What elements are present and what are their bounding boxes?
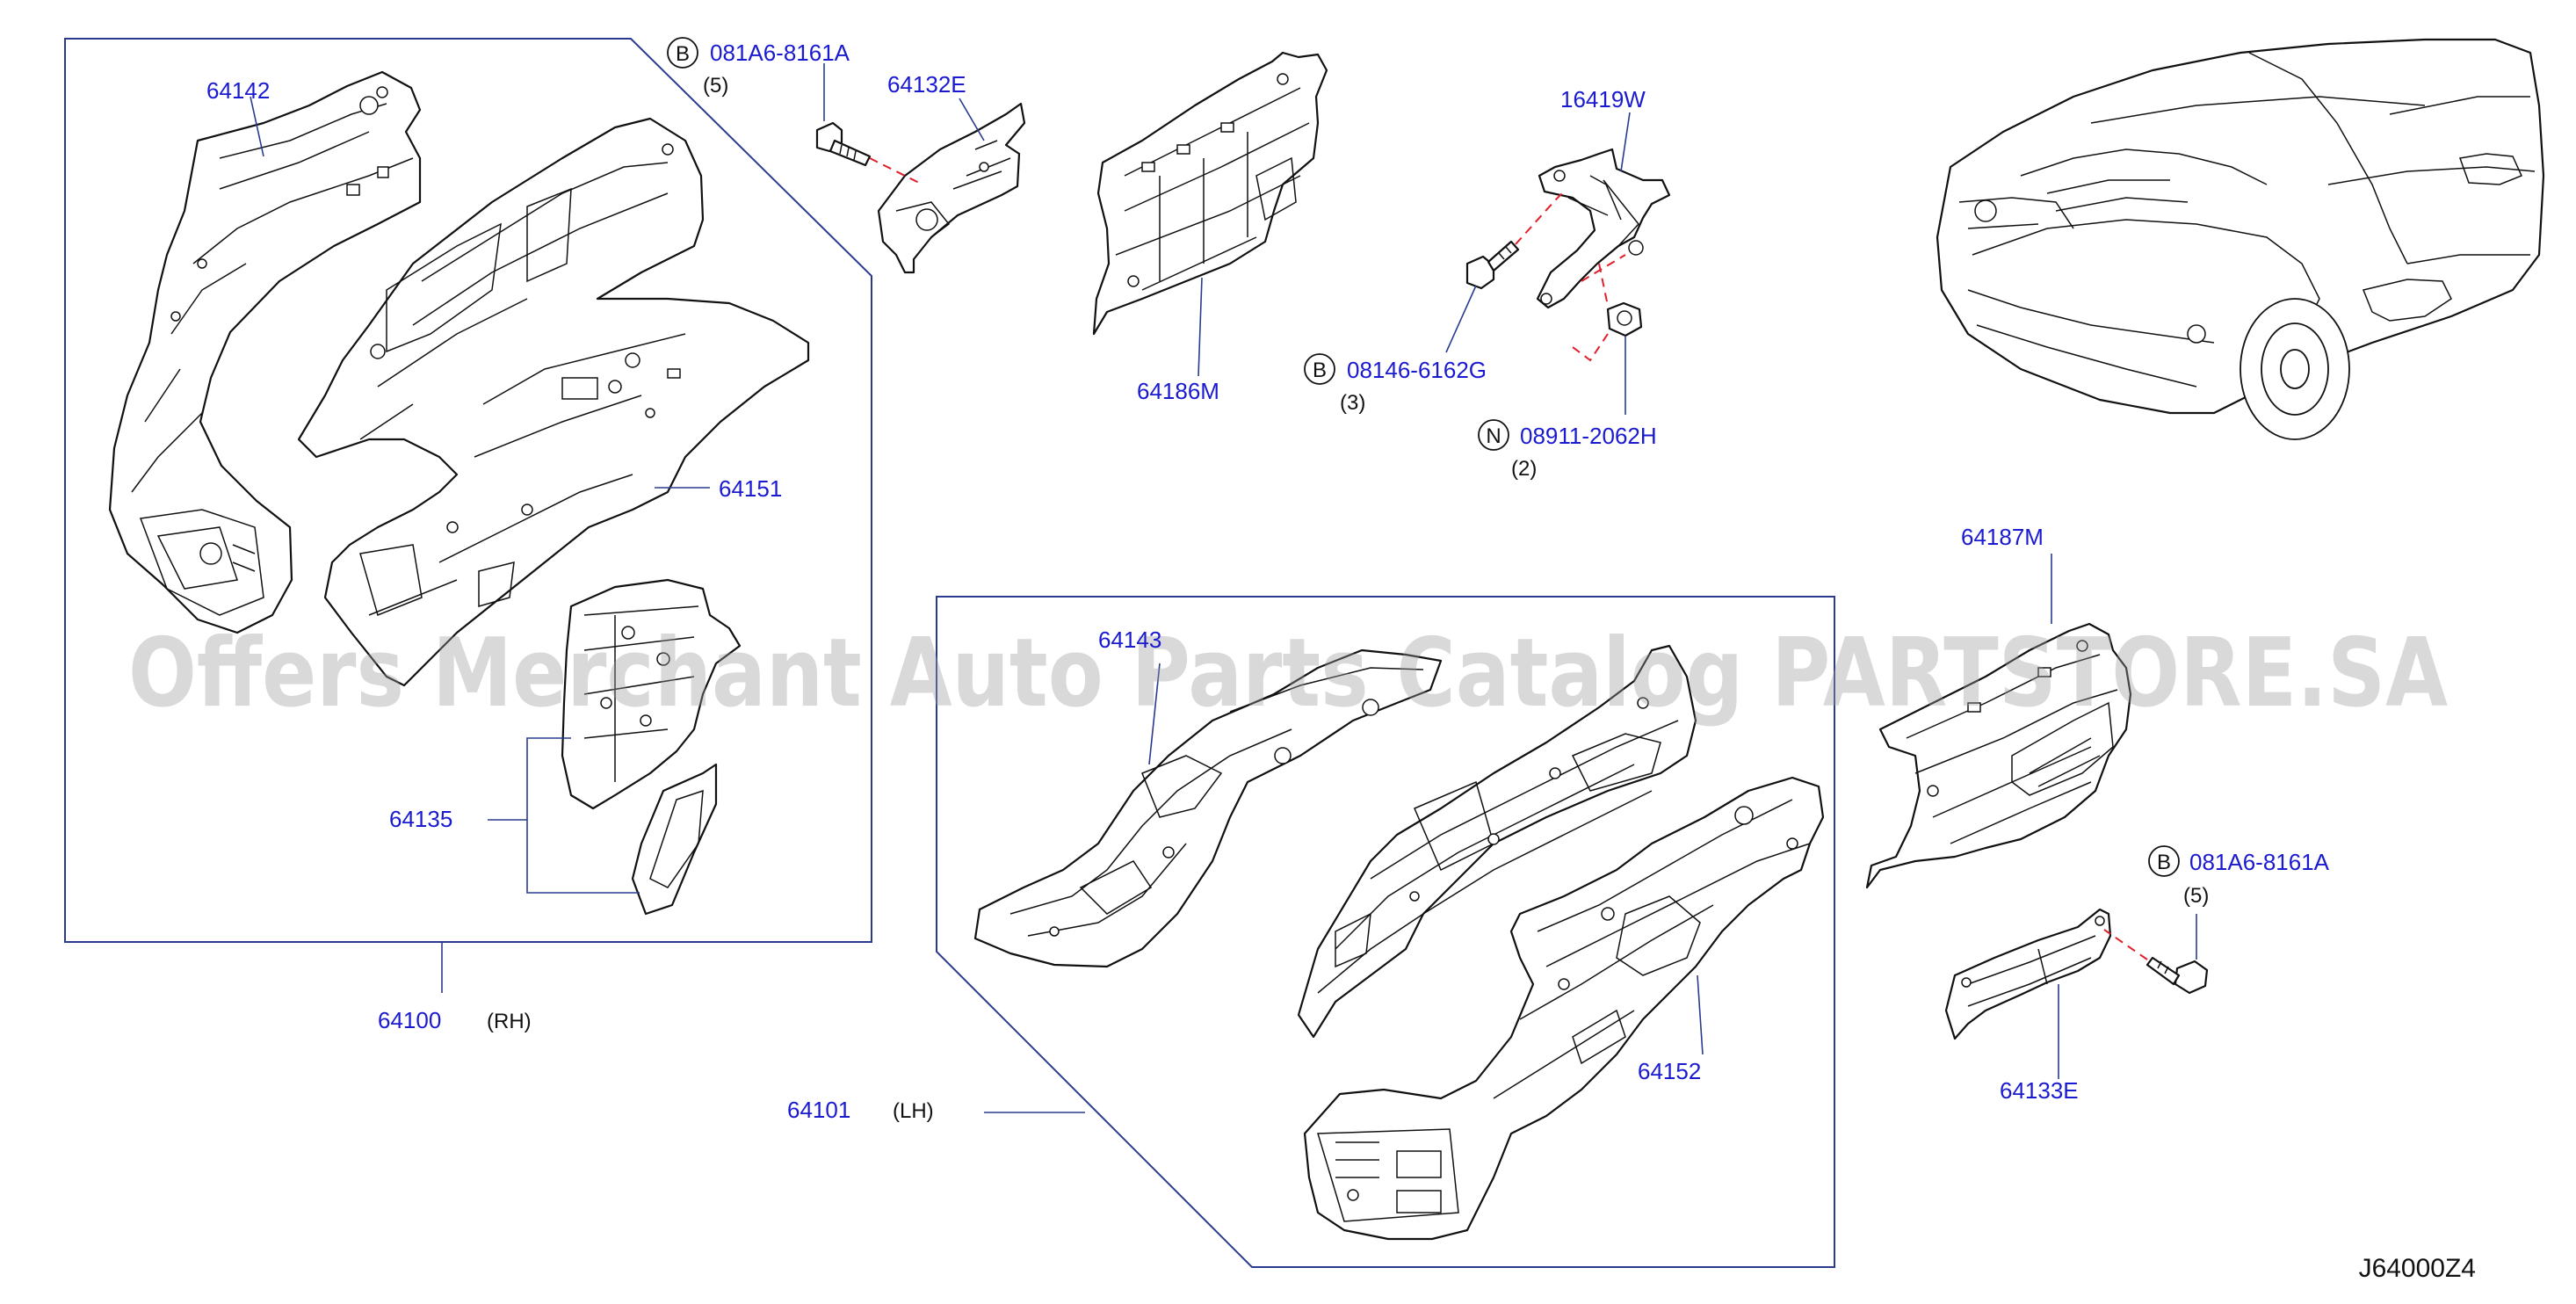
vehicle-reference-drawing [1936, 38, 2545, 440]
fastener-prefix: N [1486, 424, 1501, 448]
label-64142: 64142 [206, 77, 270, 104]
part-64132E-drawing [815, 102, 1026, 274]
part-64135-drawing [561, 578, 742, 916]
leader-64152 [1697, 974, 1704, 1055]
leader-64186M [1198, 277, 1203, 377]
bolt-081A6-8161A-lh [2145, 956, 2209, 995]
part-64133E-drawing [1944, 908, 2209, 1040]
part-64151-drawing [297, 117, 810, 687]
leader-64132E [959, 98, 985, 141]
fastener-callout-3: N 08911-2062H (2) [1478, 419, 1657, 481]
bolt-08146-6162G [1465, 240, 1520, 290]
label-64151: 64151 [719, 475, 782, 502]
leader-64135 [526, 737, 640, 894]
part-64143-drawing [973, 648, 1443, 968]
part-64142-drawing [108, 70, 422, 634]
fastener-callout-2: B 08146-6162G (3) [1304, 353, 1487, 415]
fastener-qty: (3) [1340, 391, 1365, 415]
rh-assembly-frame [64, 38, 872, 943]
fastener-number: 081A6-8161A [2189, 849, 2330, 875]
label-assembly-lh-number: 64101 [787, 1097, 850, 1123]
label-64187M: 64187M [1961, 524, 2044, 550]
fastener-prefix: B [1313, 359, 1327, 382]
fastener-qty: (5) [703, 74, 728, 98]
fastener-callout-1: B 081A6-8161A (5) [667, 37, 850, 98]
lh-assembly-frame [936, 596, 1835, 1268]
label-assembly-lh-side: (LH) [893, 1099, 934, 1123]
label-64132E: 64132E [887, 71, 966, 98]
label-assembly-rh-side: (RH) [487, 1010, 532, 1033]
label-64186M: 64186M [1137, 378, 1219, 404]
label-assembly-rh-number: 64100 [378, 1007, 441, 1033]
label-64152: 64152 [1638, 1058, 1701, 1084]
fastener-prefix: B [2157, 851, 2171, 874]
fastener-number: 08146-6162G [1347, 357, 1487, 383]
part-64187M-drawing [1865, 622, 2132, 889]
nut-08911-2062H [1606, 301, 1643, 337]
watermark: Offers Merchant Auto Parts Catalog PARTS… [128, 619, 2448, 728]
diagram-code: J64000Z4 [2359, 1254, 2476, 1283]
fastener-prefix: B [676, 42, 690, 66]
leader-64143 [1148, 663, 1161, 765]
label-64133E: 64133E [2000, 1077, 2079, 1104]
label-64135: 64135 [389, 806, 452, 832]
part-16419W-drawing [1465, 148, 1671, 362]
fastener-qty: (5) [2183, 884, 2209, 908]
part-64186M-drawing [1092, 51, 1328, 336]
leader-64142 [250, 96, 264, 157]
part-lh-apron-drawing [1297, 644, 1697, 1039]
part-64152-drawing [1303, 776, 1825, 1241]
label-16419W: 16419W [1560, 86, 1646, 112]
fastener-number: 081A6-8161A [710, 40, 850, 66]
fastener-qty: (2) [1511, 457, 1537, 481]
fastener-callout-4: B 081A6-8161A (5) [2148, 845, 2330, 908]
leader-16419W [1620, 112, 1631, 172]
bolt-081A6-8161A-rh [815, 121, 872, 167]
leader-fastener-2 [1445, 285, 1477, 353]
fastener-number: 08911-2062H [1520, 423, 1657, 449]
label-64143: 64143 [1098, 627, 1161, 653]
